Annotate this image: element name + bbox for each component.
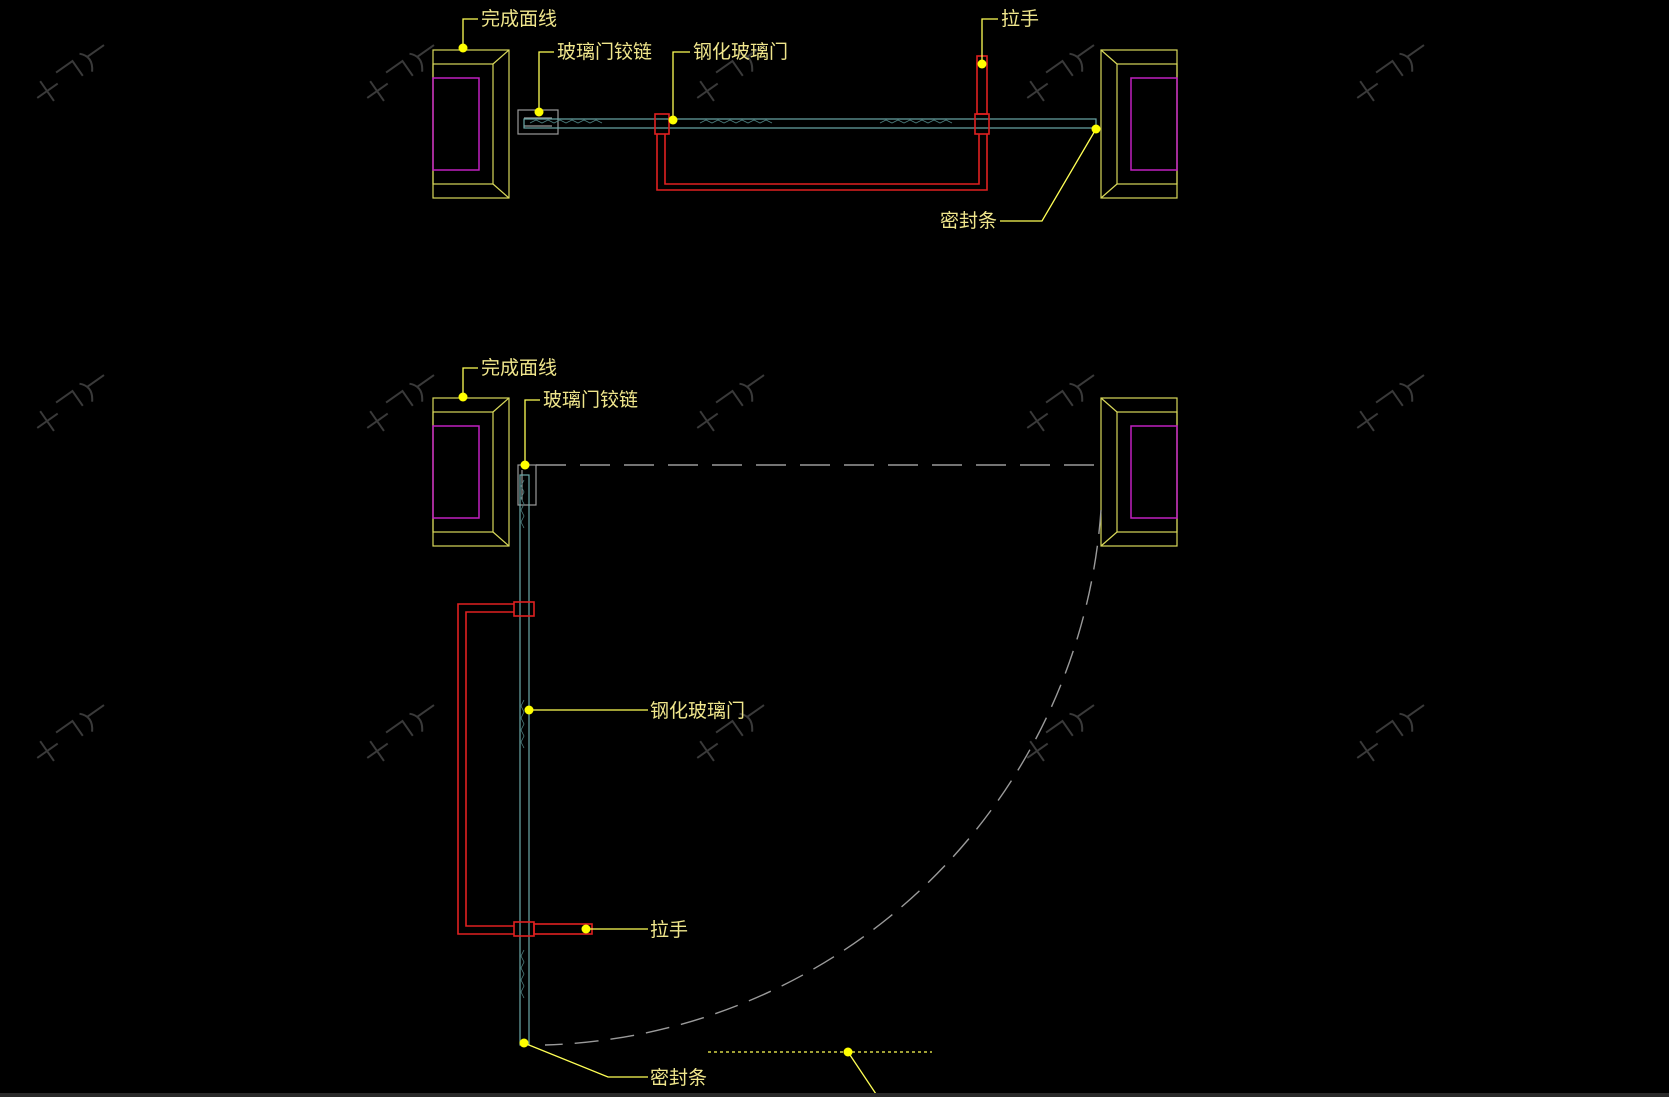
right-wall-column-bottom — [1100, 397, 1178, 547]
label-finish-line-bottom: 完成面线 — [481, 357, 557, 379]
label-seal-strip-top: 密封条 — [940, 210, 997, 232]
label-finish-line-top: 完成面线 — [481, 8, 557, 30]
callout-handle-bottom: 拉手 — [581, 919, 688, 941]
label-glass-door-bottom: 钢化玻璃门 — [650, 700, 745, 722]
glass-door-bottom — [519, 474, 530, 1046]
left-wall-column-top — [432, 49, 510, 199]
callout-finish-line-bottom: 完成面线 — [458, 357, 557, 402]
callout-seal-strip-top: 密封条 — [940, 124, 1101, 232]
callout-handle-top: 拉手 — [977, 8, 1039, 69]
callout-glass-door-top: 钢化玻璃门 — [668, 41, 788, 125]
door-swing-arc — [544, 509, 1102, 1046]
label-hinge-bottom: 玻璃门铰链 — [543, 389, 638, 411]
handle-bottom — [457, 601, 593, 937]
label-hinge-top: 玻璃门铰链 — [557, 41, 652, 63]
callout-finish-line-top: 完成面线 — [458, 8, 557, 53]
label-seal-strip-bottom: 密封条 — [650, 1067, 707, 1089]
callout-hinge-bottom: 玻璃门铰链 — [520, 389, 638, 470]
hinge-bottom — [517, 464, 537, 506]
bottom-edge-bar — [0, 1093, 1669, 1097]
bottom-plan — [432, 397, 1178, 1097]
top-plan — [432, 49, 1178, 199]
label-handle-bottom: 拉手 — [650, 919, 688, 941]
left-wall-column-bottom — [432, 397, 510, 547]
right-wall-column-top — [1100, 49, 1178, 199]
glass-door-top — [523, 118, 1097, 129]
callout-glass-door-bottom: 钢化玻璃门 — [524, 700, 745, 722]
watermark-group — [36, 44, 1425, 762]
callout-hinge-top: 玻璃门铰链 — [534, 41, 652, 117]
callout-seal-strip-bottom: 密封条 — [519, 1038, 707, 1089]
handle-top — [654, 55, 990, 191]
label-handle-top: 拉手 — [1001, 8, 1039, 30]
label-glass-door-top: 钢化玻璃门 — [693, 41, 788, 63]
